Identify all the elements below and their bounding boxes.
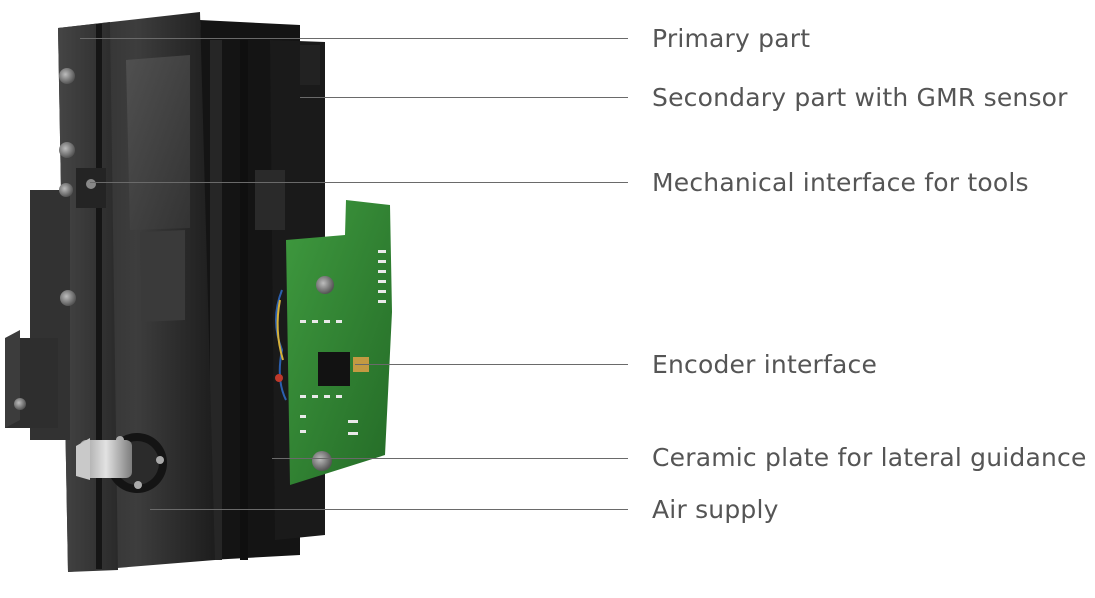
label-ceramic-plate: Ceramic plate for lateral guidance [652, 443, 1087, 472]
leader-ceramic-plate [272, 458, 628, 459]
label-air-supply: Air supply [652, 495, 779, 524]
air-supply-fitting [76, 433, 167, 493]
label-primary-part: Primary part [652, 24, 811, 53]
leader-encoder-interface [355, 364, 628, 365]
label-mechanical-interface: Mechanical interface for tools [652, 168, 1029, 197]
leader-mechanical-interface [90, 182, 628, 183]
primary-part-body [5, 12, 215, 572]
leader-air-supply [150, 509, 628, 510]
leader-primary-part [80, 38, 628, 39]
leader-secondary-part [300, 97, 628, 98]
encoder-pcb [275, 200, 392, 485]
label-encoder-interface: Encoder interface [652, 350, 878, 379]
label-secondary-part: Secondary part with GMR sensor [652, 83, 1068, 112]
